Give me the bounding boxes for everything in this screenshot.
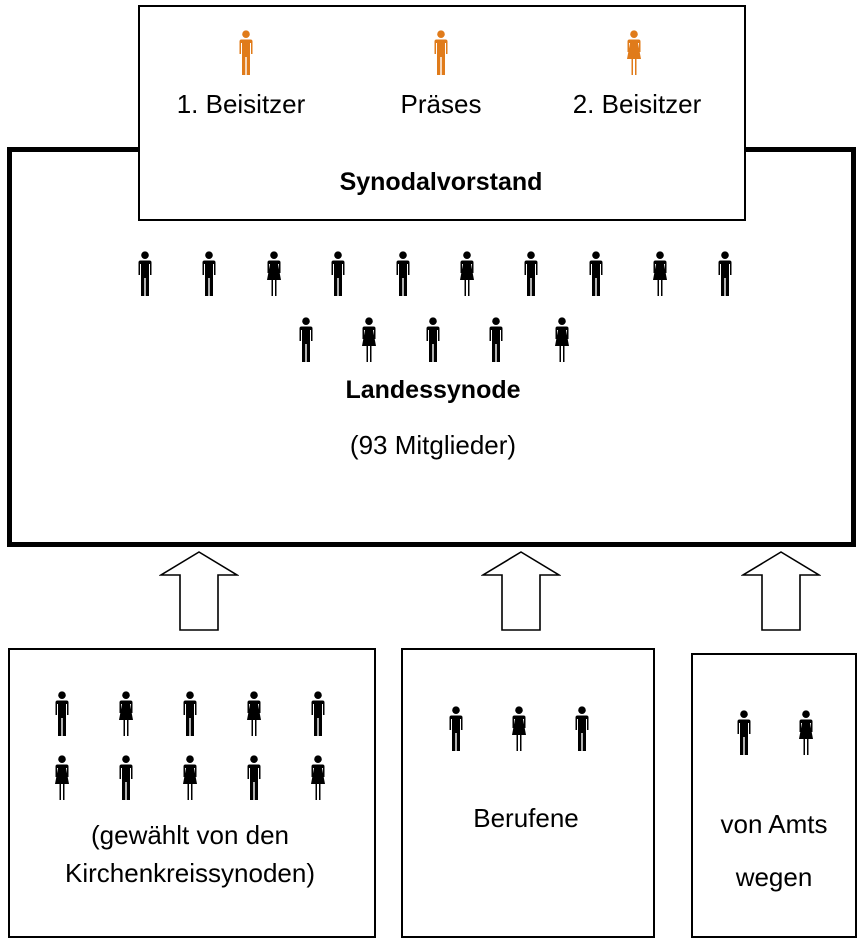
person-male-icon bbox=[200, 251, 218, 297]
person-female-icon bbox=[360, 317, 378, 363]
source-label-gewaehlt-line1: (gewählt von den bbox=[90, 820, 290, 850]
person-male-icon bbox=[136, 251, 154, 297]
person-female-icon bbox=[309, 755, 327, 801]
hollow-up-arrow-icon bbox=[159, 551, 239, 631]
landessynode-title: Landessynode bbox=[345, 376, 521, 404]
source-label-amt-line2: wegen bbox=[735, 862, 813, 892]
source-label-berufene: Berufene bbox=[473, 803, 579, 833]
hollow-up-arrow-icon bbox=[741, 551, 821, 631]
landessynode-member-count: (93 Mitglieder) bbox=[349, 430, 517, 460]
person-female-icon bbox=[53, 755, 71, 801]
person-male-icon bbox=[394, 251, 412, 297]
person-male-icon bbox=[117, 755, 135, 801]
person-male-icon bbox=[447, 706, 465, 752]
person-female-icon bbox=[553, 317, 571, 363]
synodalvorstand-title: Synodalvorstand bbox=[339, 168, 543, 196]
person-female-icon bbox=[265, 251, 283, 297]
hollow-up-arrow-icon bbox=[481, 551, 561, 631]
person-male-icon bbox=[329, 251, 347, 297]
person-male-icon bbox=[53, 691, 71, 737]
source-box-amt bbox=[691, 653, 857, 938]
person-female-icon bbox=[797, 710, 815, 756]
officer-label-2-beisitzer: 2. Beisitzer bbox=[572, 89, 702, 119]
officer-label-1-beisitzer: 1. Beisitzer bbox=[176, 89, 306, 119]
person-female-icon bbox=[625, 30, 643, 76]
source-box-berufene bbox=[401, 648, 655, 938]
officer-label-praeses: Präses bbox=[400, 89, 482, 119]
person-male-icon bbox=[522, 251, 540, 297]
person-male-icon bbox=[245, 755, 263, 801]
person-male-icon bbox=[573, 706, 591, 752]
person-female-icon bbox=[245, 691, 263, 737]
person-male-icon bbox=[424, 317, 442, 363]
person-male-icon bbox=[716, 251, 734, 297]
person-male-icon bbox=[309, 691, 327, 737]
person-male-icon bbox=[487, 317, 505, 363]
person-female-icon bbox=[117, 691, 135, 737]
person-female-icon bbox=[181, 755, 199, 801]
person-female-icon bbox=[651, 251, 669, 297]
person-female-icon bbox=[510, 706, 528, 752]
person-male-icon bbox=[432, 30, 450, 76]
person-male-icon bbox=[237, 30, 255, 76]
person-male-icon bbox=[297, 317, 315, 363]
person-male-icon bbox=[587, 251, 605, 297]
source-label-amt-line1: von Amts bbox=[720, 809, 828, 839]
person-male-icon bbox=[181, 691, 199, 737]
person-male-icon bbox=[735, 710, 753, 756]
source-label-gewaehlt-line2: Kirchenkreissynoden) bbox=[64, 858, 316, 888]
person-female-icon bbox=[458, 251, 476, 297]
